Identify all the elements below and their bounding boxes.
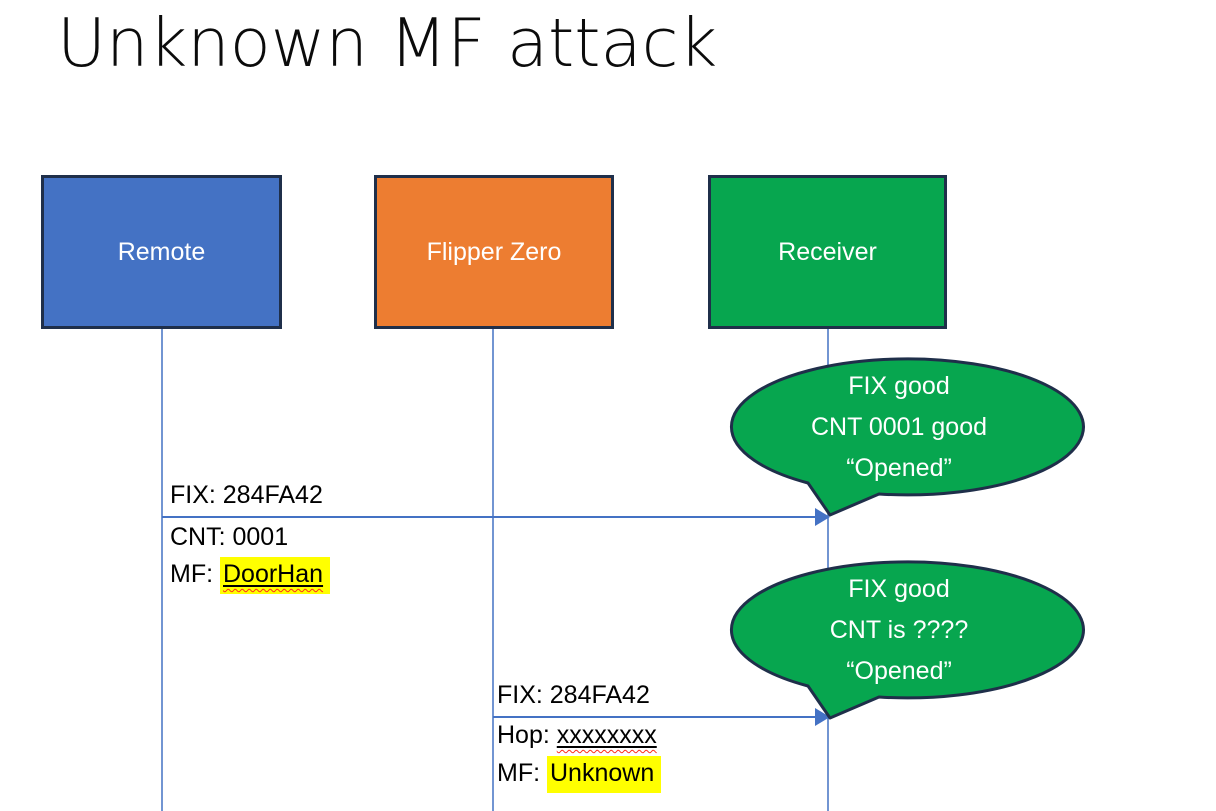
message1-fix-line: FIX: 284FA42 [170,481,323,509]
message1-mf-value: DoorHan [223,560,324,588]
arrowhead-icon [815,508,830,526]
message2-hop-line: Hop: xxxxxxxx [497,719,657,751]
message1-mf-prefix: MF: [170,560,220,588]
message2-fix-line: FIX: 284FA42 [497,681,650,709]
actor-box-remote: Remote [41,175,282,329]
callout-1-text: FIX good CNT 0001 good “Opened” [723,366,1075,489]
slide-title: Unknown MF attack [57,4,718,82]
actor-label-receiver: Receiver [778,237,877,266]
speech-bubble-2 [729,560,1085,720]
message2-mf-line: MF: Unknown [497,756,662,793]
callout-2-text: FIX good CNT is ???? “Opened” [723,569,1075,692]
actor-label-flipper-zero: Flipper Zero [426,237,562,266]
message1-cnt-line: CNT: 0001 [170,523,289,551]
message2-hop-prefix: Hop: [497,721,557,749]
callout-1-line-3: “Opened” [846,454,952,482]
speech-bubble-1 [729,357,1085,517]
message1-mf-highlight: DoorHan [220,557,331,594]
message1-mf-line: MF: DoorHan [170,557,331,594]
callout-2-line-2: CNT is ???? [829,616,969,644]
callout-1-line-2: CNT 0001 good [810,413,988,441]
message2-hop-value: xxxxxxxx [556,721,657,749]
callout-2-line-3: “Opened” [846,657,952,685]
callout-2-line-1: FIX good [848,575,950,603]
message2-hop-underline: xxxxxxxx [557,721,657,749]
arrowhead-icon [815,708,830,726]
actor-box-receiver: Receiver [708,175,947,329]
actor-box-flipper-zero: Flipper Zero [374,175,614,329]
actor-label-remote: Remote [117,237,206,266]
message2-mf-prefix: MF: [497,759,547,787]
callout-1-line-1: FIX good [848,372,950,400]
message2-mf-value: Unknown [550,759,655,787]
message2-mf-highlight: Unknown [547,756,662,793]
